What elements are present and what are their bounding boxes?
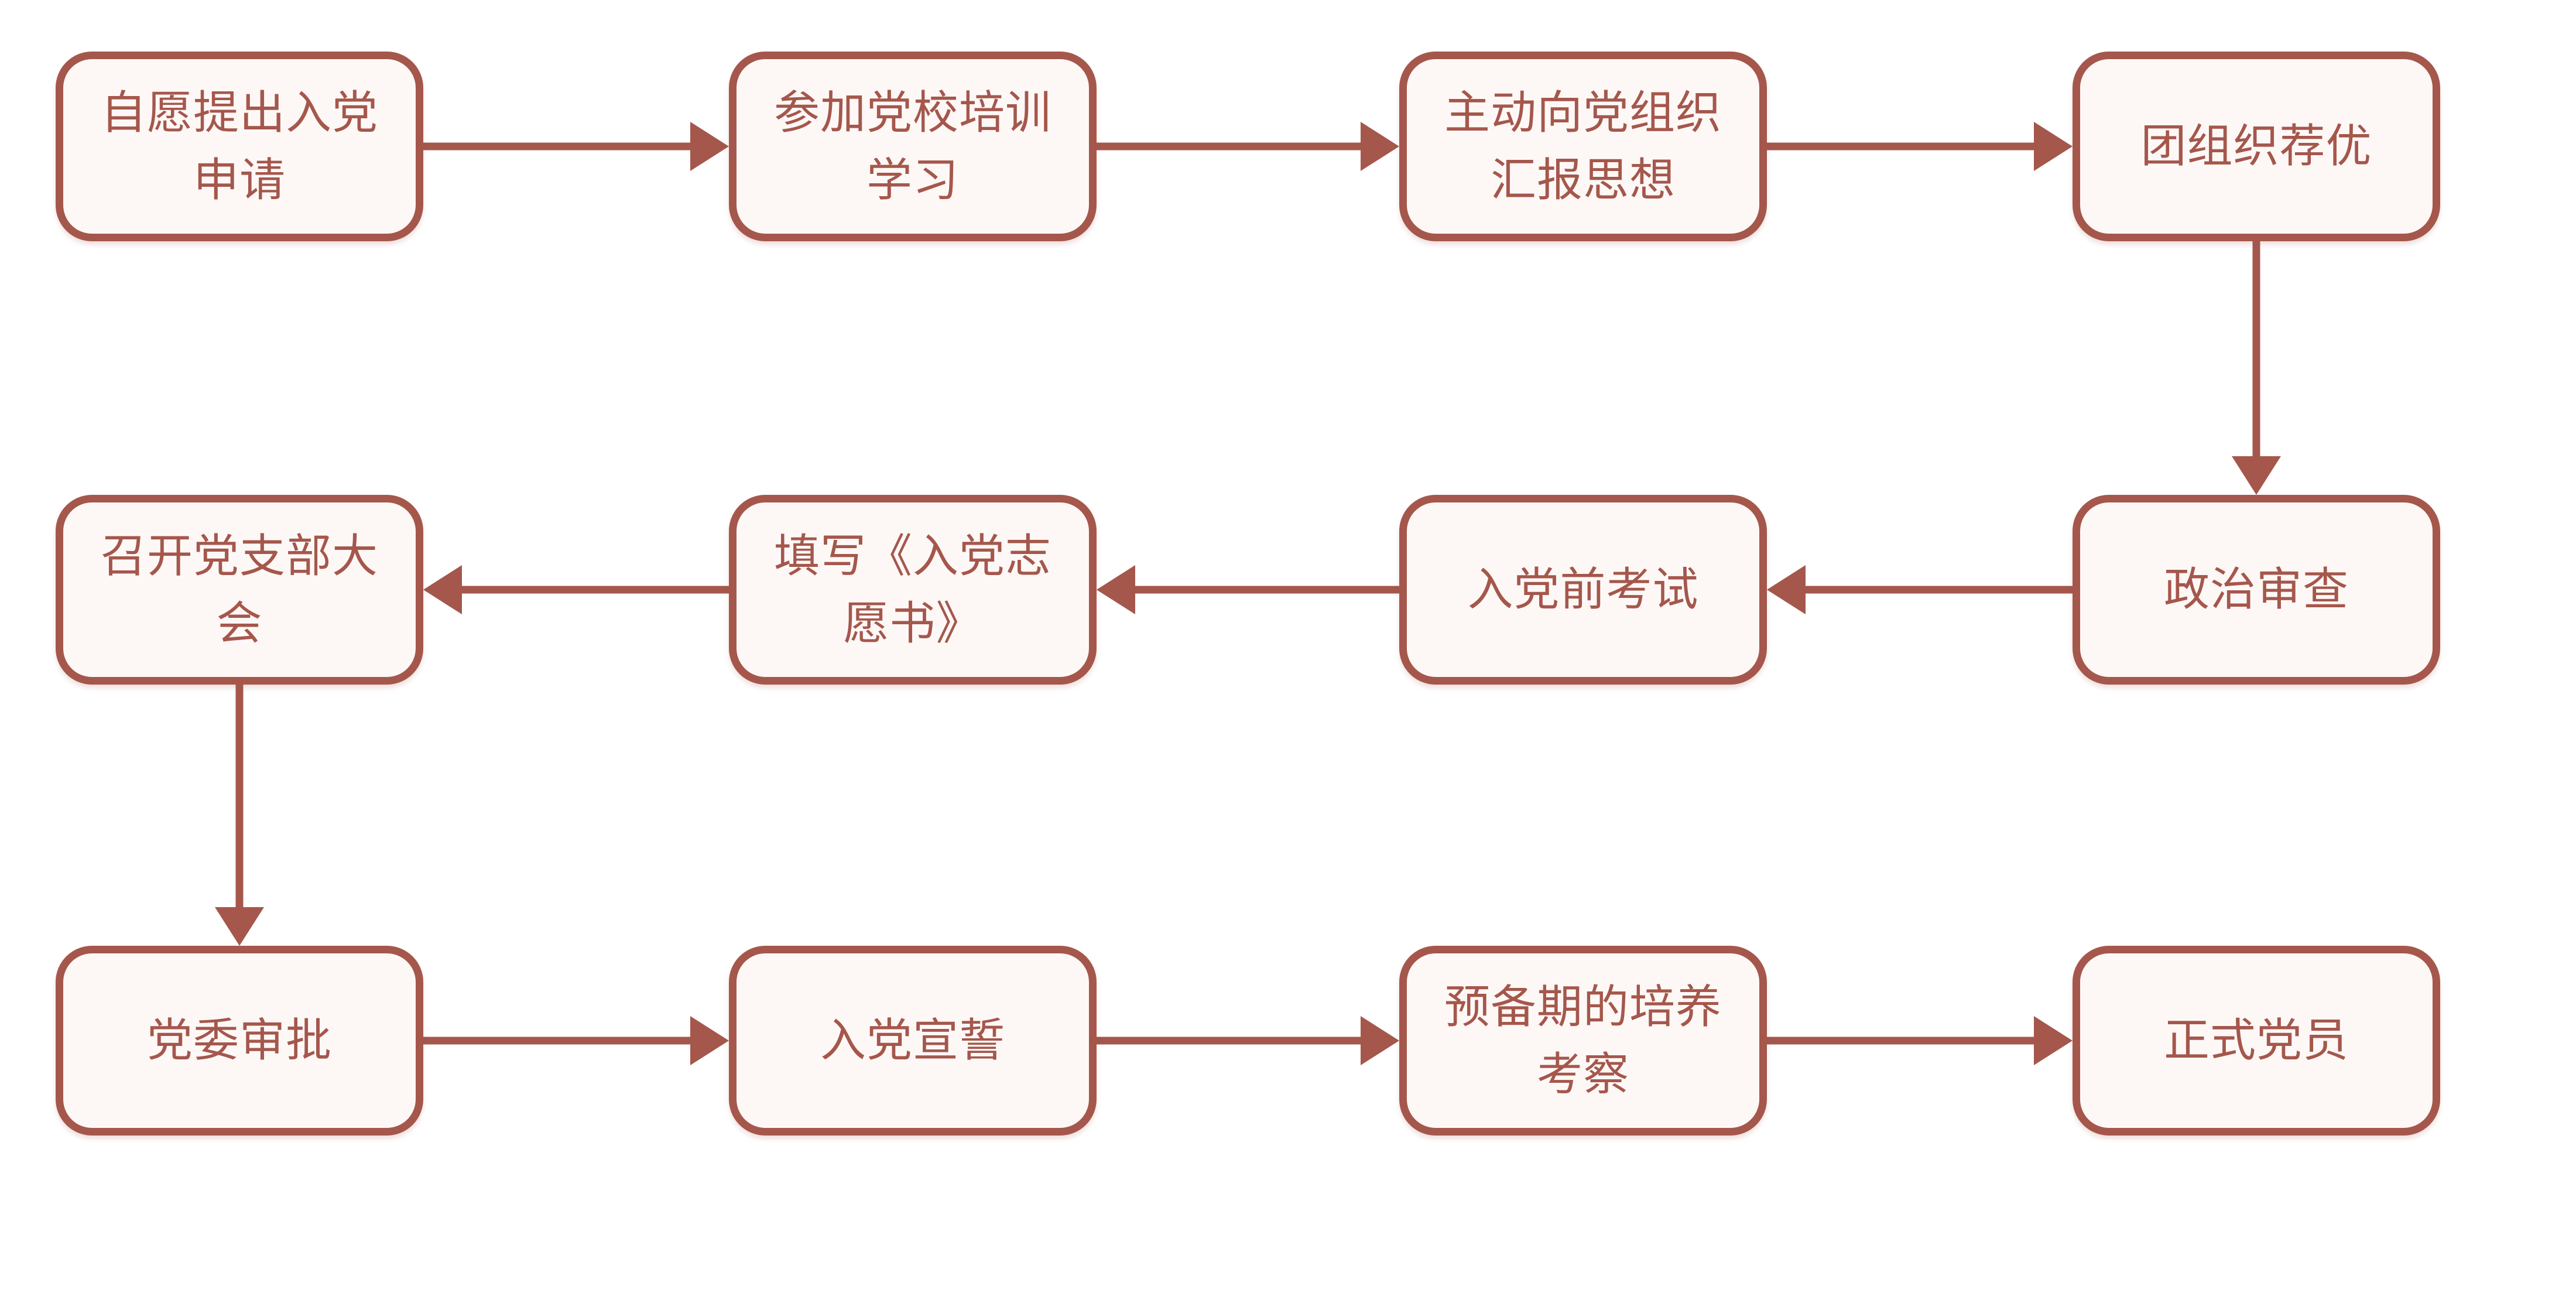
flow-node-report-thoughts: 主动向党组织汇报思想 — [1399, 52, 1767, 241]
flow-node-apply: 自愿提出入党申请 — [56, 52, 423, 241]
flow-node-league-recommendation: 团组织荐优 — [2073, 52, 2440, 241]
flow-node-full-member: 正式党员 — [2073, 946, 2440, 1136]
flow-node-pre-admission-exam: 入党前考试 — [1399, 495, 1767, 685]
flow-arrow-9 — [1097, 1016, 1399, 1065]
flow-arrow-8 — [423, 1016, 729, 1065]
flow-node-branch-meeting: 召开党支部大会 — [56, 495, 423, 685]
flow-node-fill-application-form: 填写《入党志愿书》 — [729, 495, 1097, 685]
flow-node-admission-oath: 入党宣誓 — [729, 946, 1097, 1136]
flow-arrow-6 — [423, 565, 729, 614]
flow-arrow-2 — [1767, 122, 2073, 171]
flow-arrow-1 — [1097, 122, 1399, 171]
flow-node-party-school-training: 参加党校培训学习 — [729, 52, 1097, 241]
flow-arrow-5 — [1097, 565, 1399, 614]
flow-arrow-0 — [423, 122, 729, 171]
flow-arrow-3 — [2232, 241, 2281, 495]
flow-arrow-7 — [215, 685, 264, 946]
flow-node-probation-observation: 预备期的培养考察 — [1399, 946, 1767, 1136]
flow-node-committee-approval: 党委审批 — [56, 946, 423, 1136]
flow-arrow-4 — [1767, 565, 2073, 614]
flow-node-political-review: 政治审查 — [2073, 495, 2440, 685]
flow-arrow-10 — [1767, 1016, 2073, 1065]
